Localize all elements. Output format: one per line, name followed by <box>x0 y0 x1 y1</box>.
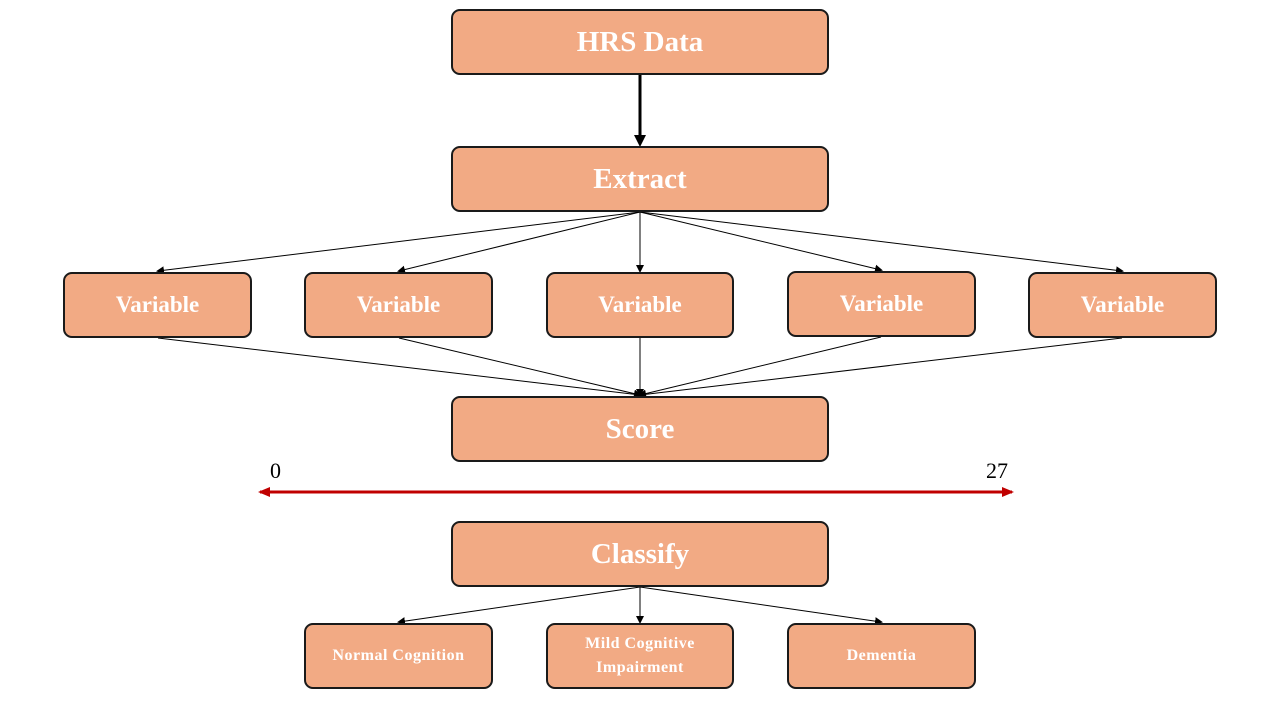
mild-cognitive-impairment-label: Mild Cognitive Impairment <box>585 635 695 676</box>
variable-label: Variable <box>839 291 924 316</box>
arrow-extract-to-variable-4 <box>639 211 883 273</box>
extract-label: Extract <box>593 162 687 195</box>
extract-node: Extract <box>451 146 829 212</box>
arrow-extract-to-variable-2 <box>397 211 641 274</box>
arrow-variable-2-to-score <box>398 337 642 398</box>
variable-node-5: Variable <box>1028 272 1217 338</box>
variable-label: Variable <box>1080 292 1165 317</box>
classify-label: Classify <box>590 537 690 570</box>
classify-node: Classify <box>451 521 829 587</box>
arrow-extract-to-variable-5 <box>639 211 1124 275</box>
hrs-data-node: HRS Data <box>451 9 829 75</box>
variable-node-2: Variable <box>304 272 493 338</box>
mild-cognitive-impairment-node: Mild Cognitive Impairment <box>546 623 734 689</box>
normal-cognition-node: Normal Cognition <box>304 623 493 689</box>
arrow-classify-to-normal <box>397 586 641 626</box>
arrow-variable-4-to-score <box>638 336 882 398</box>
variable-node-3: Variable <box>546 272 734 338</box>
scale-min-label: 0 <box>270 458 281 483</box>
score-label: Score <box>605 412 675 445</box>
dementia-label: Dementia <box>846 647 917 664</box>
arrow-variable-1-to-score <box>157 337 642 399</box>
arrow-extract-to-variable-1 <box>156 211 641 275</box>
arrow-variable-5-to-score <box>638 337 1123 399</box>
variable-node-1: Variable <box>63 272 252 338</box>
normal-cognition-label: Normal Cognition <box>332 647 465 664</box>
hrs-data-label: HRS Data <box>576 25 704 58</box>
variable-label: Variable <box>598 292 682 317</box>
variable-node-4: Variable <box>787 271 976 337</box>
variable-label: Variable <box>115 292 200 317</box>
dementia-node: Dementia <box>787 623 976 689</box>
scale-max-label: 27 <box>986 458 1008 483</box>
variable-label: Variable <box>356 292 441 317</box>
arrow-classify-to-dementia <box>639 586 883 626</box>
score-node: Score <box>451 396 829 462</box>
